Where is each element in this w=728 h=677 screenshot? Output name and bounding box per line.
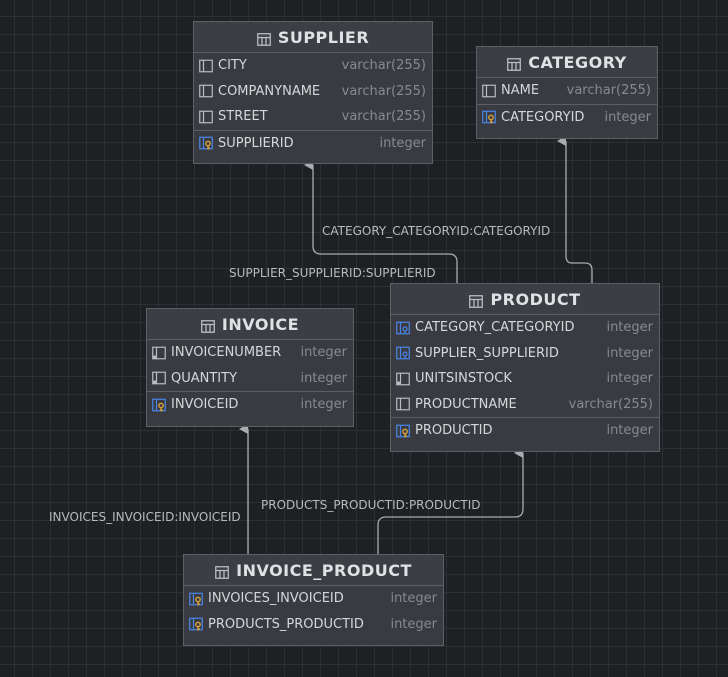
column-name: STREET	[218, 109, 268, 125]
column-type: integer	[606, 371, 653, 387]
column-name: CATEGORY_CATEGORYID	[415, 320, 575, 336]
column-row-name[interactable]: NAME varchar(255)	[477, 78, 657, 104]
column-row-quantity[interactable]: QUANTITY integer	[147, 366, 353, 392]
entity-title: SUPPLIER	[277, 27, 370, 47]
table-icon	[215, 564, 230, 579]
column-row-products-productid[interactable]: PRODUCTS_PRODUCTID integer	[184, 612, 443, 638]
relation-product-supplier-line	[304, 160, 458, 284]
column-name: PRODUCTS_PRODUCTID	[208, 616, 364, 632]
table-icon	[507, 56, 522, 71]
column-row-invoicenumber[interactable]: INVOICENUMBER integer	[147, 340, 353, 366]
column-icon	[199, 59, 213, 73]
column-icon	[396, 397, 410, 411]
column-type: integer	[390, 591, 437, 607]
entity-header[interactable]: CATEGORY	[477, 47, 657, 78]
relation-label-product: PRODUCTS_PRODUCTID:PRODUCTID	[261, 498, 481, 512]
entity-title: CATEGORY	[528, 52, 627, 72]
column-name: PRODUCTID	[415, 423, 493, 439]
not-null-column-icon	[152, 346, 166, 360]
not-null-column-icon	[396, 372, 410, 386]
column-type: varchar(255)	[341, 83, 426, 99]
primary-key-icon	[396, 424, 410, 438]
primary-key-icon	[152, 398, 166, 412]
column-icon	[199, 84, 213, 98]
column-row-companyname[interactable]: COMPANYNAME varchar(255)	[194, 79, 432, 105]
foreign-key-icon	[396, 321, 410, 335]
column-type: integer	[300, 345, 347, 361]
column-name: INVOICENUMBER	[171, 345, 282, 361]
entity-header[interactable]: INVOICE_PRODUCT	[184, 555, 443, 586]
entity-title: PRODUCT	[490, 289, 581, 309]
column-name: SUPPLIERID	[218, 135, 294, 151]
entity-title: INVOICE	[221, 314, 300, 334]
column-icon	[482, 84, 496, 98]
table-icon	[256, 31, 271, 46]
column-row-productname[interactable]: PRODUCTNAME varchar(255)	[391, 392, 659, 418]
relation-label-supplier: SUPPLIER_SUPPLIERID:SUPPLIERID	[229, 266, 436, 280]
column-row-street[interactable]: STREET varchar(255)	[194, 104, 432, 130]
column-name: NAME	[501, 83, 540, 99]
column-name: COMPANYNAME	[218, 83, 321, 99]
not-null-column-icon	[152, 371, 166, 385]
column-type: integer	[390, 616, 437, 632]
column-row-invoiceid[interactable]: INVOICEID integer	[147, 391, 353, 418]
column-row-supplier-supplierid[interactable]: SUPPLIER_SUPPLIERID integer	[391, 341, 659, 367]
column-name: SUPPLIER_SUPPLIERID	[415, 345, 559, 361]
column-type: varchar(255)	[568, 396, 653, 412]
primary-key-icon	[199, 136, 213, 150]
foreign-key-icon	[396, 346, 410, 360]
column-row-invoices-invoiceid[interactable]: INVOICES_INVOICEID integer	[184, 586, 443, 612]
table-icon	[469, 293, 484, 308]
column-icon	[199, 110, 213, 124]
column-row-productid[interactable]: PRODUCTID integer	[391, 417, 659, 444]
column-type: varchar(255)	[566, 83, 651, 99]
column-row-city[interactable]: CITY varchar(255)	[194, 53, 432, 79]
column-name: INVOICES_INVOICEID	[208, 591, 344, 607]
entity-supplier[interactable]: SUPPLIER CITY varchar(255) COMPANYNAME varch…	[193, 21, 433, 164]
primary-key-icon	[482, 110, 496, 124]
entity-header[interactable]: INVOICE	[147, 309, 353, 340]
column-type: integer	[606, 320, 653, 336]
column-type: integer	[300, 397, 347, 413]
column-type: varchar(255)	[341, 109, 426, 125]
column-name: PRODUCTNAME	[415, 396, 517, 412]
column-type: integer	[606, 423, 653, 439]
entity-header[interactable]: PRODUCT	[391, 284, 659, 315]
column-type: integer	[604, 109, 651, 125]
table-icon	[201, 318, 215, 333]
column-row-supplierid[interactable]: SUPPLIERID integer	[194, 129, 432, 157]
primary-key-icon	[189, 617, 203, 631]
relation-label-invoice: INVOICES_INVOICEID:INVOICEID	[49, 510, 241, 524]
column-row-unitsinstock[interactable]: UNITSINSTOCK integer	[391, 366, 659, 392]
column-row-categoryid[interactable]: CATEGORYID integer	[477, 103, 657, 131]
entity-title: INVOICE_PRODUCT	[236, 560, 412, 580]
column-name: QUANTITY	[171, 370, 238, 386]
column-row-category-categoryid[interactable]: CATEGORY_CATEGORYID integer	[391, 315, 659, 341]
column-type: integer	[379, 135, 426, 151]
relation-label-category: CATEGORY_CATEGORYID:CATEGORYID	[322, 224, 551, 238]
column-type: integer	[606, 345, 653, 361]
column-name: UNITSINSTOCK	[415, 371, 512, 387]
entity-header[interactable]: SUPPLIER	[194, 22, 432, 53]
column-name: CITY	[218, 58, 247, 74]
relation-invoiceproduct-product-line	[377, 448, 524, 554]
entity-category[interactable]: CATEGORY NAME varchar(255) CATEGORYID intege…	[476, 46, 658, 139]
column-name: INVOICEID	[171, 397, 239, 413]
relation-product-category-line	[557, 136, 593, 284]
column-type: varchar(255)	[341, 58, 426, 74]
column-name: CATEGORYID	[501, 109, 585, 125]
column-type: integer	[300, 370, 347, 386]
primary-key-icon	[189, 592, 203, 606]
